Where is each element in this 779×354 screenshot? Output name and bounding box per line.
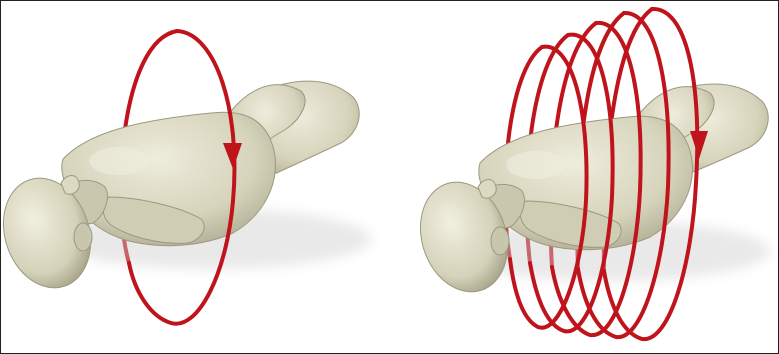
single-rotation-illustration [1, 1, 390, 353]
panel-single-rotation [1, 1, 390, 353]
helical-rotation-illustration [390, 1, 778, 353]
panel-helical-rotation [390, 1, 778, 353]
